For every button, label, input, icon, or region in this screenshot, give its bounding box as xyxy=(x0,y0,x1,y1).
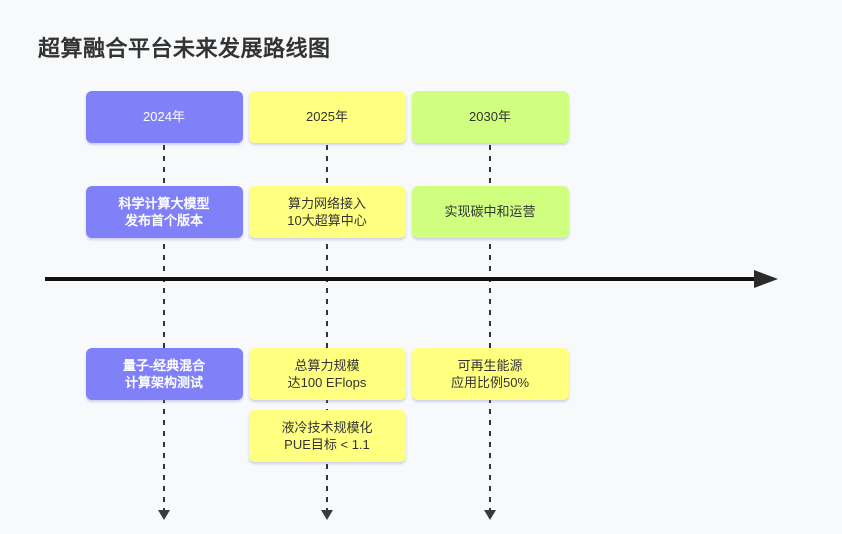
milestone-below-col-2025-0[interactable]: 总算力规模 达100 EFlops xyxy=(248,348,406,400)
milestone-below-col-2024-0[interactable]: 量子-经典混合 计算架构测试 xyxy=(85,348,243,400)
page-title: 超算融合平台未来发展路线图 xyxy=(38,36,331,61)
milestone-above-col-2024-0-label: 科学计算大模型 发布首个版本 xyxy=(118,195,210,228)
year-box-col-2030-label: 2030年 xyxy=(469,109,511,125)
milestone-below-col-2030-0-label: 可再生能源 应用比例50% xyxy=(450,357,530,390)
timeline-arrowhead xyxy=(754,270,778,288)
milestone-above-col-2030-0[interactable]: 实现碳中和运营 xyxy=(411,186,569,238)
year-box-col-2030[interactable]: 2030年 xyxy=(411,91,569,143)
milestone-below-col-2025-1-label: 液冷技术规模化 PUE目标 < 1.1 xyxy=(281,419,373,452)
year-box-col-2024-label: 2024年 xyxy=(143,109,185,125)
year-box-col-2025[interactable]: 2025年 xyxy=(248,91,406,143)
milestone-above-col-2025-0[interactable]: 算力网络接入 10大超算中心 xyxy=(248,186,406,238)
milestone-above-col-2030-0-label: 实现碳中和运营 xyxy=(444,204,536,220)
year-box-col-2024[interactable]: 2024年 xyxy=(85,91,243,143)
milestone-above-col-2025-0-label: 算力网络接入 10大超算中心 xyxy=(287,195,367,228)
milestone-above-col-2024-0[interactable]: 科学计算大模型 发布首个版本 xyxy=(85,186,243,238)
milestone-below-col-2025-0-label: 总算力规模 达100 EFlops xyxy=(287,357,367,390)
milestone-below-col-2024-0-label: 量子-经典混合 计算架构测试 xyxy=(122,357,206,390)
milestone-below-col-2030-0[interactable]: 可再生能源 应用比例50% xyxy=(411,348,569,400)
year-box-col-2025-label: 2025年 xyxy=(306,109,348,125)
milestone-below-col-2025-1[interactable]: 液冷技术规模化 PUE目标 < 1.1 xyxy=(248,410,406,462)
